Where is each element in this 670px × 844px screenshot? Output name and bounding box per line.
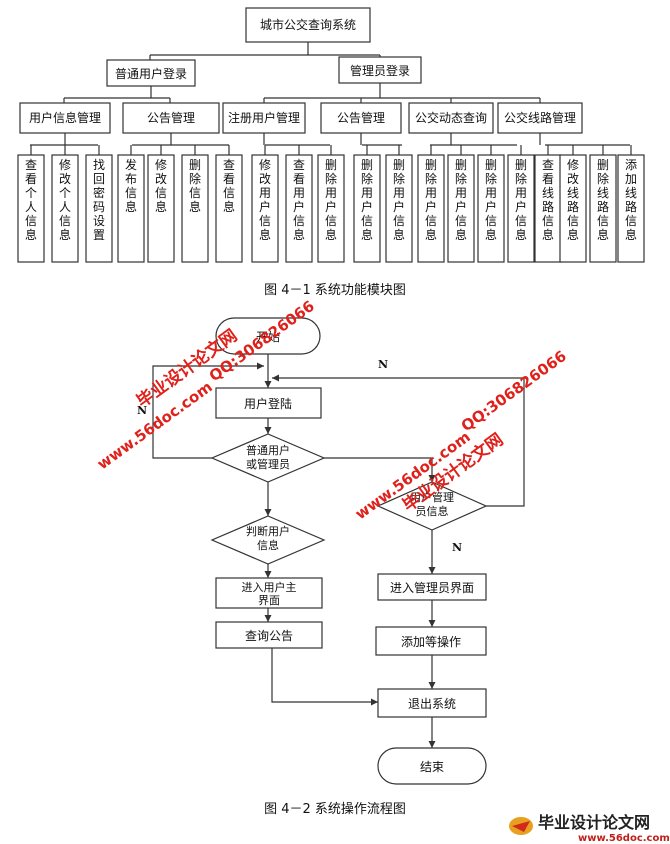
flow-enter-user-box (215, 577, 323, 609)
tree-leaf-label: 删除用户信息 (325, 158, 337, 242)
flow-enter-user-label: 进入用户主 (242, 580, 297, 594)
flow-to-admin (324, 457, 436, 482)
module-tree: 城市公交查询系统 普通用户登录 管理员登录 用户信息管理 公告管理 注册用户管理… (17, 7, 645, 298)
tree-leaf-label: 查看信息 (223, 158, 235, 214)
tree-leaf-box (507, 154, 535, 263)
tree-root-label: 城市公交查询系统 (260, 17, 356, 32)
tree-leaf-box (617, 154, 645, 263)
flow-add-ops-label: 添加等操作 (401, 634, 461, 649)
tree-l2-label: 公告管理 (337, 110, 385, 125)
tree-leaf-box (477, 154, 505, 263)
flow-query-label: 查询公告 (245, 629, 293, 643)
tree-leaf-label: 查看个人信息 (25, 158, 37, 242)
flow-exit-box (377, 688, 487, 718)
tree-l1-label: 普通用户登录 (115, 66, 187, 81)
tree-leaf-label: 删除线路信息 (597, 158, 609, 242)
tree-leaf-box (353, 154, 381, 263)
flow-user-to-exit (271, 648, 378, 706)
tree-leaf-label: 发布信息 (125, 157, 137, 214)
flow-choice-label: 或管理员 (246, 457, 290, 471)
tree-leaf-label: 删除用户信息 (361, 158, 373, 242)
tree-leaf-label: 查看线路信息 (542, 158, 554, 242)
site-logo: 毕业设计论文网 www.56doc.com (509, 813, 670, 844)
figure-caption: 图 4－1 系统功能模块图 (264, 283, 406, 298)
watermark: www.56doc.com 毕业设计论文网 QQ:306826066 www.5… (94, 297, 570, 523)
flow-choice-label: 普通用户 (246, 443, 290, 457)
tree-l2-box (19, 102, 111, 134)
tree-l2-box (408, 102, 494, 134)
flow-add-ops-box (375, 626, 487, 656)
tree-leaf-label: 删除用户信息 (485, 158, 497, 242)
watermark-qq: QQ:306826066 (458, 347, 570, 435)
flow-query-box (215, 621, 323, 649)
tree-leaf-label: 修改个人信息 (59, 157, 71, 242)
tree-leaf-box (85, 154, 113, 263)
tree-leaf-label: 删除用户信息 (393, 158, 405, 242)
tree-l2-box (320, 102, 402, 134)
tree-leaf-label: 删除用户信息 (515, 158, 527, 242)
flow-n-label: N (378, 358, 388, 371)
tree-l2-label: 公交线路管理 (504, 110, 576, 125)
flow-n-label: N (137, 404, 147, 417)
tree-leaf-label: 查看用户信息 (293, 158, 305, 242)
tree-leaf-label: 修改线路信息 (567, 157, 579, 242)
flowchart: 开始 用户登陆 普通用户 或管理员 N 用户管理 员信息 N N 判断用户 信息… (137, 317, 525, 817)
tree-l1-label: 管理员登录 (350, 63, 410, 78)
tree-leaf-box (17, 154, 45, 263)
tree-l2-label: 公交动态查询 (415, 110, 487, 125)
tree-l2-label: 注册用户管理 (228, 110, 300, 125)
tree-leaf-box (51, 154, 79, 263)
tree-leaf-label: 添加线路信息 (625, 158, 637, 242)
flow-n-label: N (452, 541, 462, 554)
flow-enter-admin-box (377, 573, 487, 601)
tree-leaf-box (589, 154, 617, 263)
flow-login-label: 用户登陆 (244, 396, 292, 411)
tree-leaf-box (447, 154, 475, 263)
flow-login-box (215, 387, 322, 419)
tree-leaf-label: 修改用户信息 (259, 157, 271, 242)
flow-start-label: 开始 (256, 330, 280, 344)
tree-leaf-label: 删除信息 (189, 158, 201, 214)
flow-exit-label: 退出系统 (408, 697, 456, 711)
tree-leaf-box (559, 154, 587, 263)
tree-l2-box (497, 102, 583, 134)
logo-name: 毕业设计论文网 (538, 813, 650, 832)
tree-leaf-box (147, 154, 175, 263)
tree-leaf-label: 找回密码设置 (93, 158, 105, 242)
tree-l1-box (338, 56, 422, 84)
tree-leaf-box (285, 154, 313, 263)
tree-leaves: 查看个人信息 修改个人信息 找回密码设置 发布信息 修改信息 删除信息 查看信息 修改用户信息… (17, 154, 645, 263)
tree-leaf-box (251, 154, 279, 263)
tree-leaf-box (317, 154, 345, 263)
flow-end-label: 结束 (420, 760, 444, 774)
tree-leaf-label: 修改信息 (155, 157, 167, 214)
tree-leaf-box (385, 154, 413, 263)
flow-loop-left (152, 362, 264, 459)
tree-l2-label: 用户信息管理 (29, 110, 101, 125)
tree-leaf-box (534, 154, 562, 263)
tree-leaf-box (215, 154, 243, 263)
tree-l2-box (122, 102, 220, 134)
flow-admin-label: 员信息 (416, 504, 449, 518)
flow-judge-label: 判断用户 (246, 524, 290, 538)
tree-l2-box (222, 102, 306, 134)
flow-enter-user-label: 界面 (258, 594, 280, 607)
logo-site: www.56doc.com (578, 833, 670, 844)
tree-leaf-box (417, 154, 445, 263)
flow-enter-admin-label: 进入管理员界面 (390, 580, 474, 595)
figure-caption: 图 4－2 系统操作流程图 (264, 801, 406, 817)
tree-l2-label: 公告管理 (147, 110, 195, 125)
tree-leaf-box (181, 154, 209, 263)
tree-root-box (245, 7, 371, 43)
flow-admin-label: 用户管理 (410, 490, 454, 504)
flow-judge-label: 信息 (257, 538, 279, 552)
tree-leaf-label: 删除用户信息 (425, 158, 437, 242)
tree-leaf-label: 删除用户信息 (455, 158, 467, 242)
flow-end-node (377, 747, 487, 785)
flow-loop-right (272, 374, 525, 507)
tree-leaf-box (117, 154, 145, 263)
